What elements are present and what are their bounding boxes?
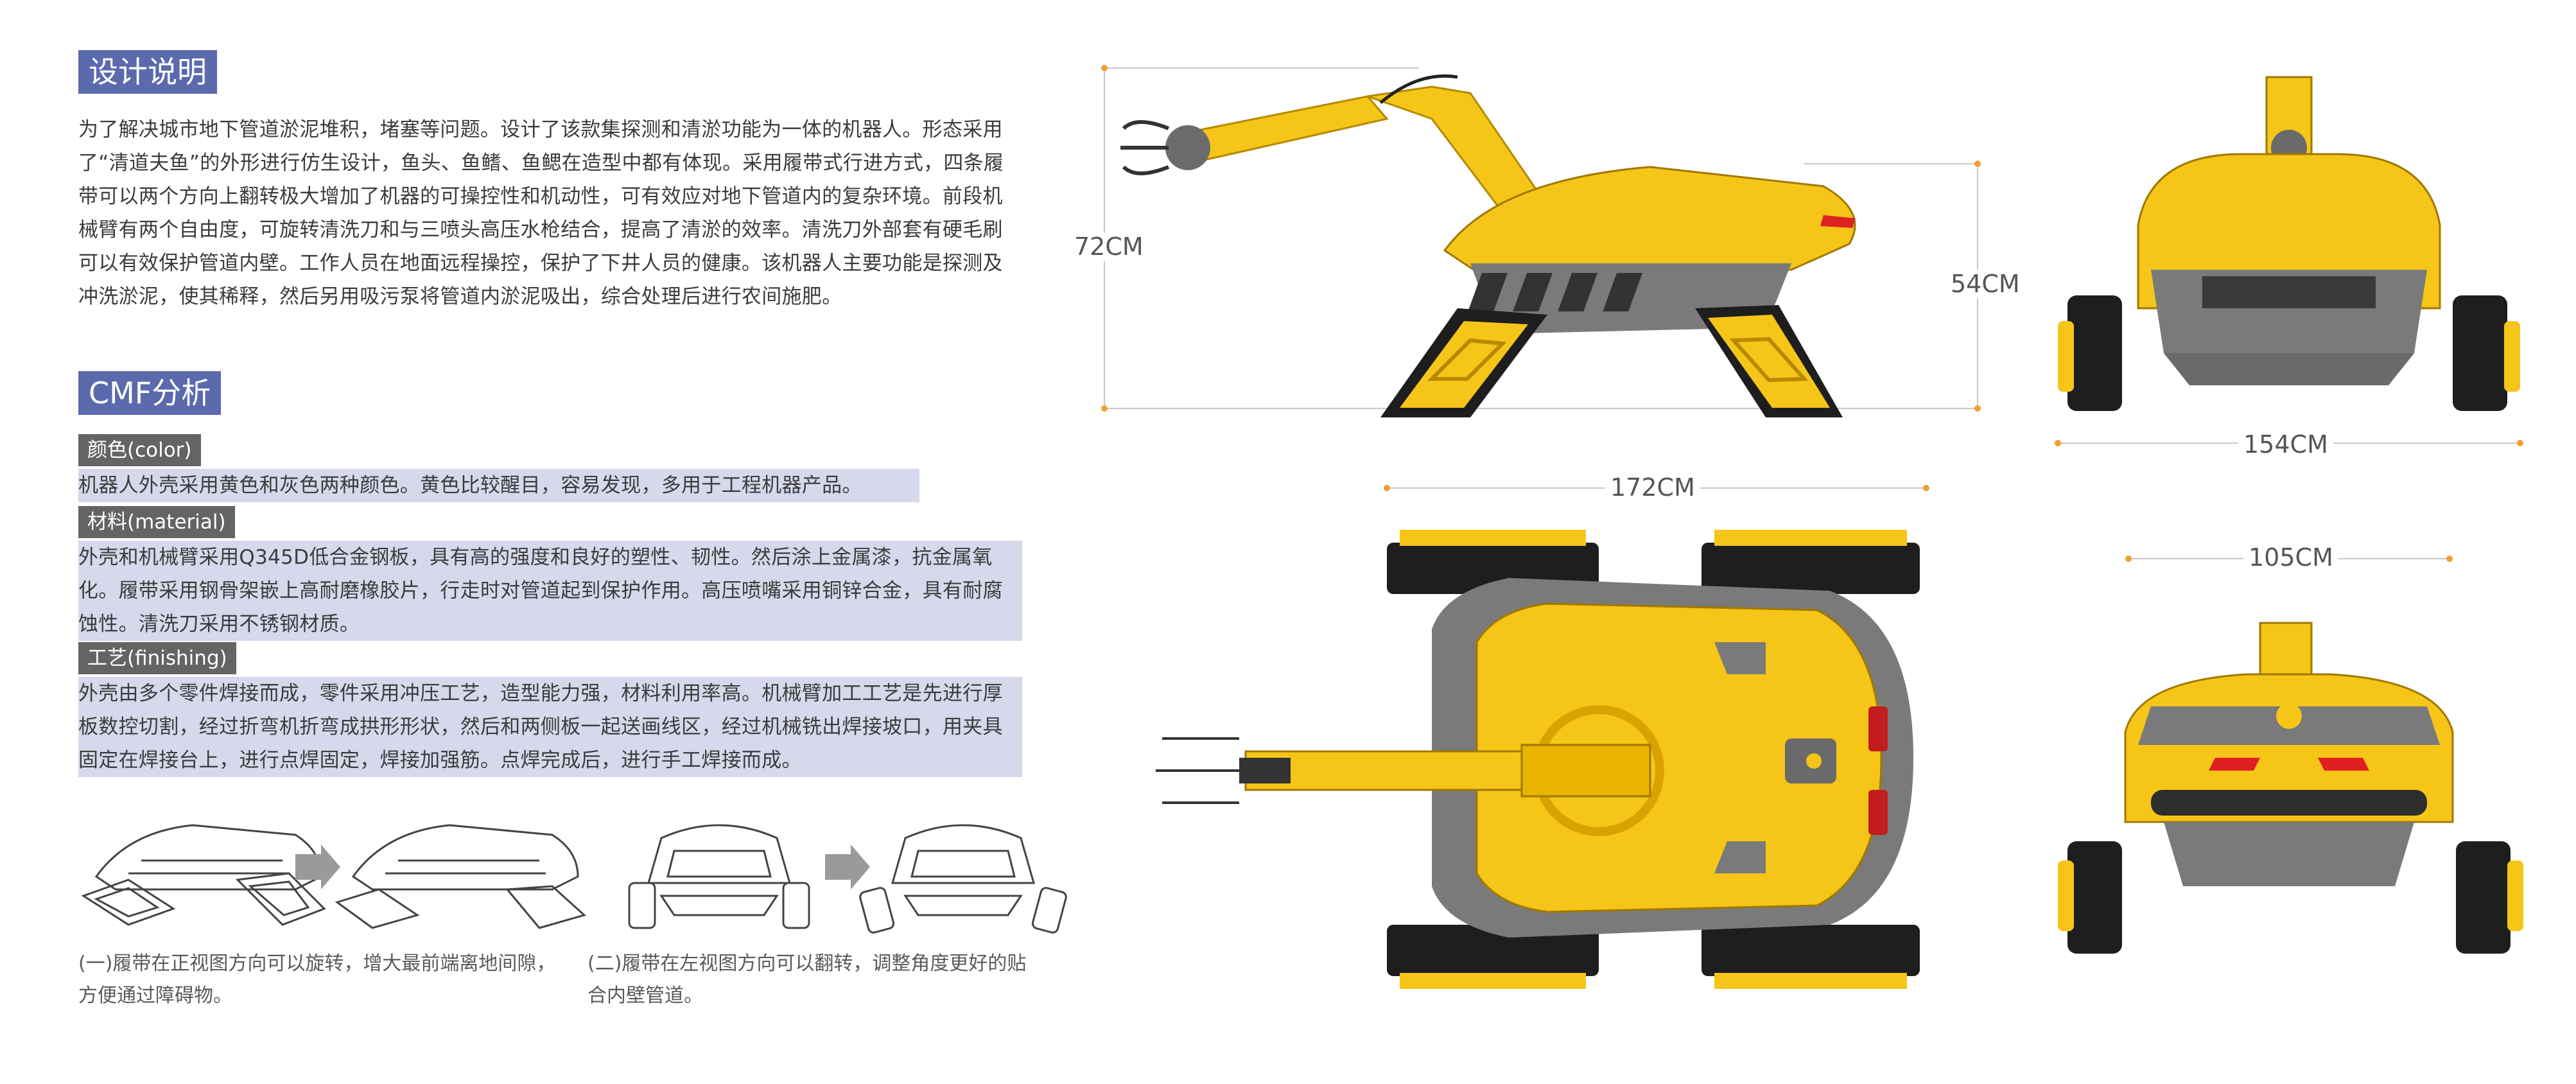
rear-wheels: [2058, 841, 2523, 954]
cleaning-claw-icon: [1120, 120, 1170, 175]
robot-side-view: [1101, 65, 1981, 417]
finishing-text: 外壳由多个零件焊接而成，零件采用冲压工艺，造型能力强，材料利用率高。机械臂加工工…: [78, 677, 1022, 777]
sketch-front-view-1: [81, 824, 326, 926]
design-paragraph: 为了解决城市地下管道淤泥堆积，堵塞等问题。设计了该款集探测和清淤功能为一体的机器…: [78, 118, 1004, 308]
sketch-row: [81, 824, 1067, 934]
sketch-side-view-1: [628, 824, 810, 929]
dim-height-body: 54CM: [1945, 270, 2025, 298]
dim-length-top: 172CM: [1605, 473, 1700, 502]
design-heading: 设计说明: [78, 50, 217, 94]
robot-front-view: [2055, 76, 2523, 446]
sketch-side-view-2: [859, 824, 1067, 934]
arrow-icon: [825, 844, 870, 889]
arrow-icon: [295, 844, 340, 889]
dim-width-front: 154CM: [2238, 430, 2333, 459]
top-body: [1432, 578, 1913, 938]
color-text: 机器人外壳采用黄色和灰色两种颜色。黄色比较醒目，容易发现，多用于工程机器产品。: [78, 469, 919, 502]
material-tag: 材料(material): [78, 506, 235, 538]
robot-front-body: [2137, 76, 2441, 385]
dim-width-rear: 105CM: [2243, 543, 2338, 572]
top-tracks: [1387, 530, 1920, 989]
rear-body: [2124, 622, 2454, 886]
left-track: [1380, 308, 1547, 417]
robot-rear-view: [2058, 555, 2523, 954]
front-wheels: [2058, 295, 2520, 411]
color-tag: 颜色(color): [78, 434, 201, 466]
caption-side-flip: (二)履带在左视图方向可以翻转，调整角度更好的贴合内壁管道。: [587, 952, 1027, 1007]
top-claw-icon: [1156, 737, 1239, 804]
right-track: [1695, 305, 1843, 417]
top-arm: [1156, 705, 1664, 836]
dim-height-arm: 72CM: [1069, 232, 1149, 261]
robot-top-view: [1156, 485, 1929, 989]
cmf-heading: CMF分析: [78, 371, 222, 415]
finishing-tag: 工艺(finishing): [78, 642, 236, 674]
material-text: 外壳和机械臂采用Q345D低合金钢板，具有高的强度和良好的塑性、韧性。然后涂上金…: [78, 541, 1022, 641]
sketch-front-view-2: [335, 824, 587, 929]
caption-front-rotation: (一)履带在正视图方向可以旋转，增大最前端离地间隙，方便通过障碍物。: [78, 952, 556, 1007]
